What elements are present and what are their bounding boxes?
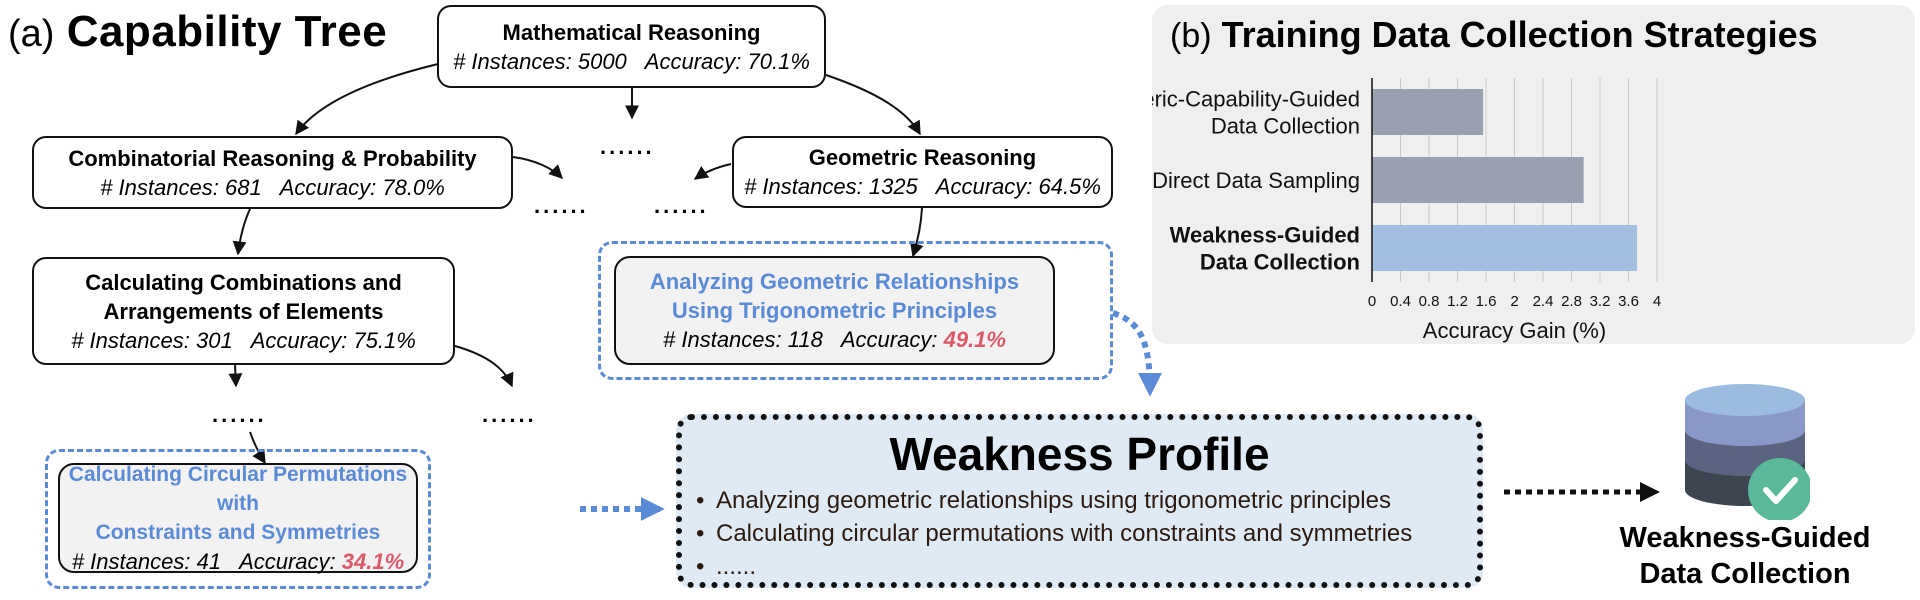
node-calculating-combinations[interactable]: Calculating Combinations and Arrangement… (32, 257, 455, 365)
instances-value: 5000 (577, 48, 627, 74)
database-check-icon (1685, 384, 1810, 520)
arrow-geometric-to-trig (910, 207, 924, 258)
panel-b-heading: Training Data Collection Strategies (1221, 14, 1818, 55)
bar-0 (1372, 89, 1484, 135)
accuracy-value: 64.5% (1038, 174, 1101, 199)
node-name: Geometric Reasoning (808, 145, 1037, 170)
category-label: Direct Data Sampling (1152, 168, 1360, 193)
panel-a-prefix: (a) (8, 13, 55, 55)
weakness-profile-title: Weakness Profile (889, 428, 1270, 480)
arrow-combinatorial-to-ellipsis (512, 156, 563, 179)
x-tick-label: 1.6 (1476, 293, 1497, 310)
node-analyzing-geometric-relationships[interactable]: Analyzing Geometric Relationships Using … (614, 256, 1055, 365)
category-label: Data Collection (1200, 250, 1360, 275)
database-label: Weakness-Guided Data Collection (1580, 520, 1910, 592)
node-name: Combinatorial Reasoning & Probability (68, 145, 477, 171)
check-badge (1748, 458, 1810, 520)
arrow-combinatorial-to-combinations (232, 208, 251, 256)
panel-a-title: (a) Capability Tree (8, 4, 387, 62)
accuracy-value: 75.1% (353, 327, 416, 353)
accuracy-value: 78.0% (382, 174, 445, 200)
panel-a-heading: Capability Tree (66, 7, 388, 56)
database-label-line2: Data Collection (1639, 558, 1851, 590)
category-label: Generic-Capability-Guided (1152, 87, 1360, 112)
node-name-line2: Arrangements of Elements (103, 298, 384, 324)
x-tick-label: 4 (1653, 293, 1661, 310)
node-name-line1: Calculating Circular Permutations with (68, 463, 408, 515)
arrow-geometric-to-ellipsis (693, 163, 732, 180)
accuracy-value-low: 49.1% (943, 327, 1006, 352)
x-tick-label: 2.8 (1561, 293, 1582, 310)
weakness-profile-list: Analyzing geometric relationships using … (696, 484, 1412, 583)
x-tick-label: 1.2 (1447, 293, 1468, 310)
ellipsis-combinations-right: ...... (482, 402, 537, 427)
instances-value: 1325 (868, 174, 918, 199)
node-combinatorial-reasoning[interactable]: Combinatorial Reasoning & Probability # … (32, 136, 513, 209)
node-name-line1: Calculating Combinations and (85, 269, 402, 295)
panel-b-prefix: (b) (1170, 17, 1212, 55)
x-tick-label: 0.8 (1419, 293, 1440, 310)
category-label: Data Collection (1211, 114, 1360, 139)
instances-value: 41 (196, 549, 222, 574)
ellipsis-geometric-child: ...... (654, 193, 709, 218)
arrow-combinations-to-ellipsis-left (228, 364, 243, 388)
ellipsis-middle: ...... (600, 134, 655, 159)
instances-value: 118 (787, 327, 823, 352)
node-name: Mathematical Reasoning (502, 19, 761, 45)
weakness-item: Analyzing geometric relationships using … (696, 484, 1412, 517)
node-name-line2: Using Trigonometric Principles (671, 298, 998, 323)
database-label-line1: Weakness-Guided (1619, 522, 1871, 554)
panel-b-title: (b) Training Data Collection Strategies (1170, 10, 1818, 61)
ellipsis-combinations-left: ...... (212, 402, 267, 427)
x-axis-label: Accuracy Gain (%) (1423, 318, 1606, 343)
x-tick-label: 0.4 (1390, 293, 1411, 310)
weakness-item: ...... (696, 550, 1412, 583)
accuracy-gain-chart: 0 0.4 0.8 1.2 1.6 2 2.4 2.8 3.2 3.6 4 Generic-Capab… (1152, 78, 1661, 343)
category-label: Weakness-Guided (1170, 223, 1360, 248)
node-mathematical-reasoning[interactable]: Mathematical Reasoning # Instances: 5000… (437, 5, 826, 88)
x-tick-label: 2.4 (1533, 293, 1554, 310)
weakness-profile-box: Weakness Profile Analyzing geometric rel… (676, 414, 1483, 588)
accuracy-value: 70.1% (747, 48, 810, 74)
accuracy-value-low: 34.1% (341, 549, 405, 574)
instances-value: 301 (195, 327, 233, 353)
x-tick-label: 0 (1368, 293, 1376, 310)
weakness-item: Calculating circular permutations with c… (696, 517, 1412, 550)
node-name-line1: Analyzing Geometric Relationships (649, 269, 1020, 294)
weakness-highlight-circular (45, 449, 431, 589)
node-circular-permutations[interactable]: Calculating Circular Permutations with C… (58, 463, 418, 574)
node-name-line2: Constraints and Symmetries (95, 521, 381, 544)
instances-value: 681 (224, 174, 262, 200)
x-tick-label: 2 (1510, 293, 1518, 310)
ellipsis-combinatorial-child: ...... (534, 193, 589, 218)
bar-1 (1372, 157, 1584, 203)
x-tick-label: 3.2 (1590, 293, 1611, 310)
arrow-combinations-to-ellipsis-right (454, 345, 514, 388)
arrow-root-to-geometric (825, 74, 921, 136)
arrow-trig-to-profile (1111, 310, 1162, 397)
weakness-highlight-trig (598, 241, 1113, 380)
bar-2 (1372, 225, 1638, 271)
arrow-root-to-combinatorial (295, 63, 439, 136)
x-tick-label: 3.6 (1618, 293, 1639, 310)
